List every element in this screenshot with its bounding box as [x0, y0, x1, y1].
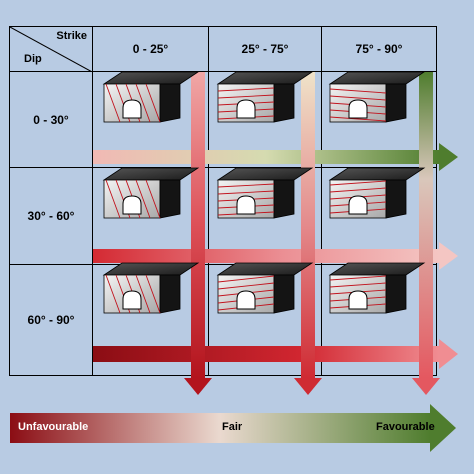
orientation-grid: Strike Dip 0 - 25° 25° - 75° 75° - 90° 0…	[9, 26, 437, 376]
dip-row-header-2: 30° - 60°	[9, 167, 93, 265]
strike-column-header-1: 0 - 25°	[92, 26, 209, 72]
grid-cell-r3c1	[92, 264, 209, 376]
dip-row-header-1: 0 - 30°	[9, 71, 93, 168]
corner-header-cell: Strike Dip	[9, 26, 94, 73]
strike-axis-label: Strike	[56, 30, 87, 42]
diagonal-divider	[10, 27, 94, 73]
grid-cell-r2c2	[208, 167, 322, 265]
strike-column-header-3: 75° - 90°	[321, 26, 437, 72]
scale-label-favourable: Favourable	[376, 421, 435, 433]
grid-cell-r1c2	[208, 71, 322, 168]
scale-label-unfavourable: Unfavourable	[18, 421, 89, 433]
dip-axis-label: Dip	[24, 53, 42, 65]
scale-label-fair: Fair	[222, 421, 243, 433]
strike-column-header-2: 25° - 75°	[208, 26, 322, 72]
grid-cell-r2c3	[321, 167, 437, 265]
grid-cell-r3c3	[321, 264, 437, 376]
dip-row-header-3: 60° - 90°	[9, 264, 93, 376]
grid-cell-r1c3	[321, 71, 437, 168]
grid-cell-r2c1	[92, 167, 209, 265]
grid-cell-r1c1	[92, 71, 209, 168]
grid-cell-r3c2	[208, 264, 322, 376]
